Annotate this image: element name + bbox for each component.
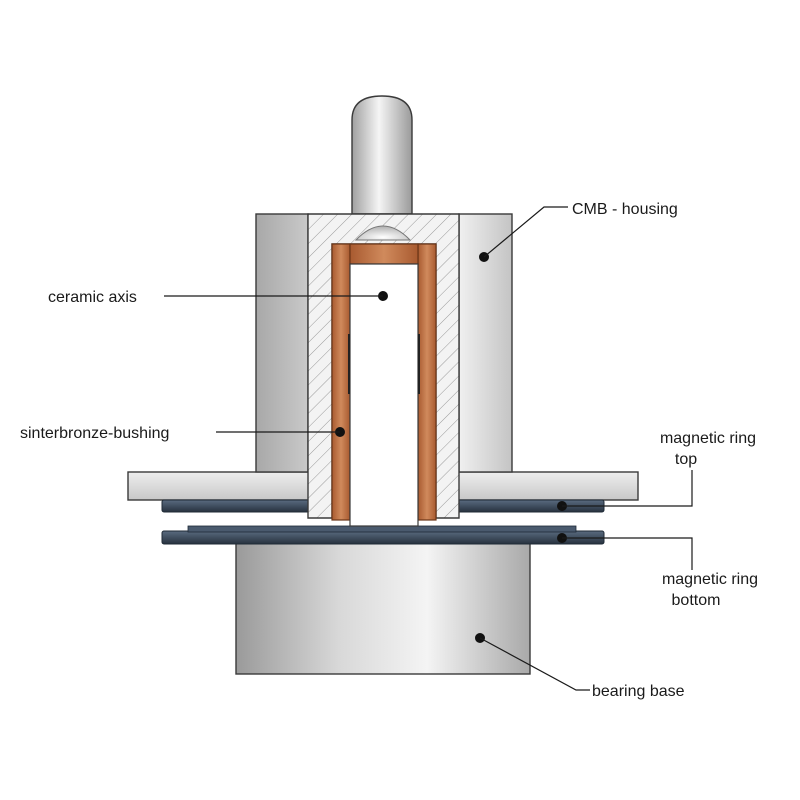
label-cmb-housing: CMB - housing [572,201,678,218]
leader-lines [164,206,693,691]
axis-dome [354,225,412,241]
magnetic-ring-bottom-part [161,525,605,545]
label-magnetic-ring-bottom-2: bottom [672,592,721,609]
top-pin [351,95,413,215]
ceramic-axis-part [348,263,420,527]
label-sinterbronze-bushing: sinterbronze-bushing [20,425,169,442]
label-magnetic-ring-top-1: magnetic ring [660,430,756,447]
sinterbronze-bushing-part [331,243,437,521]
label-bearing-base: bearing base [592,683,685,700]
label-magnetic-ring-bottom-1: magnetic ring [662,571,758,588]
label-ceramic-axis: ceramic axis [48,289,137,306]
bearing-base-body [235,541,531,675]
label-magnetic-ring-top-2: top [675,451,697,468]
